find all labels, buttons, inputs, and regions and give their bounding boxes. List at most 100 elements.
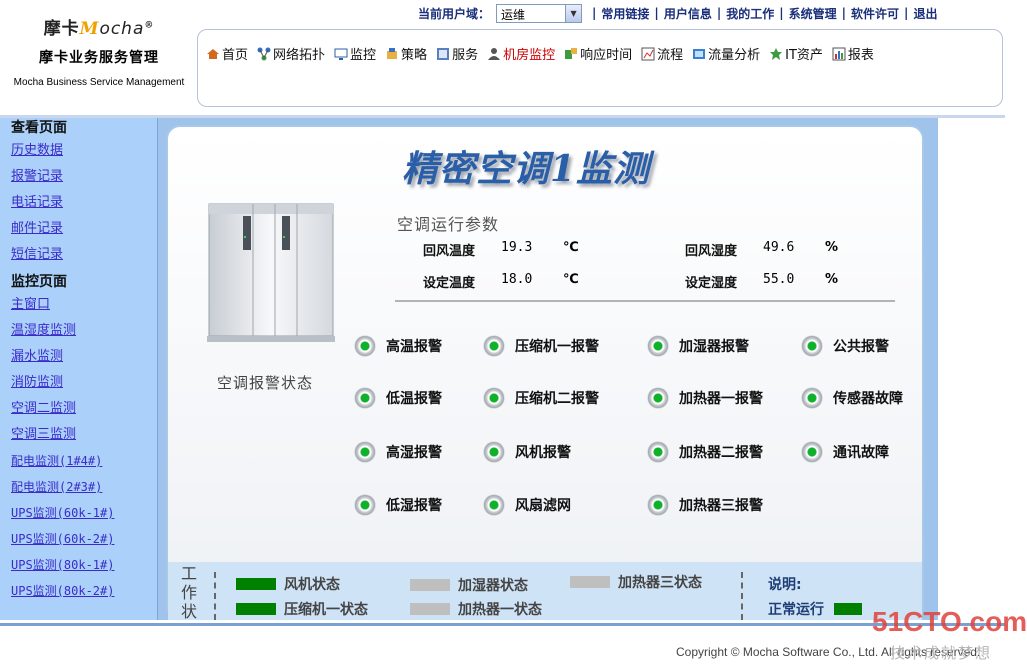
sidebar-heading-monitor: 监控页面 (11, 274, 67, 290)
domain-label: 当前用户域： (418, 6, 491, 21)
status-led-icon (484, 336, 504, 356)
sidebar-link-main-window[interactable]: 主窗口 (11, 297, 51, 312)
topology-icon (257, 47, 271, 60)
work-status-label: 工作状 (181, 564, 198, 621)
params-title: 空调运行参数 (397, 215, 500, 234)
chevron-down-icon[interactable]: ▼ (565, 4, 582, 22)
sidebar-link-ac2[interactable]: 空调二监测 (11, 401, 77, 416)
nav-report[interactable]: 报表 (832, 44, 874, 63)
traffic-icon (693, 48, 706, 59)
status-led-icon (648, 336, 668, 356)
sidebar-link-temp-humidity[interactable]: 温湿度监测 (11, 323, 77, 338)
sidebar-link-water-leak[interactable]: 漏水监测 (11, 349, 64, 364)
sidebar-link-history[interactable]: 历史数据 (11, 143, 64, 158)
alarm-fan: 风机报警 (484, 442, 571, 462)
status-led-icon (648, 495, 668, 515)
state-fan: 风机状态 (236, 574, 340, 594)
sidebar-link-phone-records[interactable]: 电话记录 (11, 195, 64, 210)
response-icon (565, 47, 578, 59)
state-bar (570, 576, 610, 588)
top-separator: | (904, 6, 909, 20)
sidebar: 查看页面 历史数据 报警记录 电话记录 邮件记录 短信记录 监控页面 主窗口 温… (0, 118, 158, 620)
alarm-fan-filter: 风扇滤网 (484, 495, 571, 515)
work-status-section (168, 562, 922, 620)
top-bar: 当前用户域： 运维 ▼ | 常用链接 | 用户信息 | 我的工作 | 系统管理 … (418, 2, 940, 24)
nav-monitor[interactable]: 监控 (334, 44, 376, 63)
link-user-info[interactable]: 用户信息 (663, 6, 712, 21)
top-separator: | (654, 6, 659, 20)
top-separator: | (841, 6, 847, 20)
alarm-state-label: 空调报警状态 (217, 374, 314, 392)
logo-title: 摩卡业务服务管理 (39, 50, 159, 66)
link-system-admin[interactable]: 系统管理 (788, 6, 837, 21)
alarm-compressor-1: 压缩机一报警 (484, 336, 599, 356)
top-separator: | (592, 6, 597, 20)
sidebar-link-power-1-4[interactable]: 配电监测(1#4#) (11, 454, 103, 468)
alarm-heater-2: 加热器二报警 (648, 442, 763, 462)
status-led-icon (355, 495, 375, 515)
nav-room-monitor[interactable]: 机房监控 (487, 44, 555, 63)
asset-icon (770, 47, 783, 60)
nav-policy[interactable]: 策略 (385, 44, 427, 63)
user-icon (488, 47, 501, 60)
param-set-temp: 设定温度 18.0 ℃ (423, 272, 579, 291)
domain-select[interactable]: 运维 ▼ (496, 3, 583, 23)
sidebar-link-power-2-3[interactable]: 配电监测(2#3#) (11, 480, 103, 494)
link-license[interactable]: 软件许可 (851, 6, 900, 21)
nav-service[interactable]: 服务 (436, 44, 478, 63)
status-led-icon (484, 442, 504, 462)
top-separator: | (779, 6, 784, 20)
param-set-humidity: 设定湿度 55.0 % (685, 272, 839, 291)
policy-icon (387, 47, 398, 59)
status-led-icon (802, 442, 822, 462)
nav-flow[interactable]: 流程 (641, 44, 683, 63)
state-bar (410, 603, 450, 615)
status-led-icon (355, 442, 375, 462)
state-bar (236, 578, 276, 590)
watermark: 51CTO.com (872, 606, 1027, 637)
state-heater-3: 加热器三状态 (570, 572, 702, 592)
link-common[interactable]: 常用链接 (601, 6, 650, 21)
header: 摩卡Mocha® 摩卡业务服务管理 Mocha Business Service… (0, 0, 1005, 118)
alarm-sensor-fault: 传感器故障 (802, 388, 903, 408)
nav-home[interactable]: 首页 (206, 44, 248, 63)
top-separator: | (716, 6, 722, 20)
sidebar-link-ups-80k-1[interactable]: UPS监测(80k-1#) (11, 558, 115, 572)
param-return-humidity: 回风湿度 49.6 % (685, 240, 839, 259)
sidebar-link-ac3[interactable]: 空调三监测 (11, 427, 77, 442)
status-led-icon (802, 388, 822, 408)
legend-bar (834, 603, 862, 615)
link-my-work[interactable]: 我的工作 (726, 6, 775, 21)
state-humidifier: 加湿器状态 (410, 575, 528, 595)
page-title: 精密空调1监测 (402, 148, 651, 190)
status-led-icon (484, 495, 504, 515)
watermark-subtitle: 技术成就梦想 (890, 644, 993, 662)
alarm-common: 公共报警 (802, 336, 889, 356)
sidebar-link-fire[interactable]: 消防监测 (11, 375, 64, 390)
sidebar-link-ups-80k-2[interactable]: UPS监测(80k-2#) (11, 584, 115, 598)
nav-topology[interactable]: 网络拓扑 (257, 44, 325, 63)
footer-divider (0, 623, 1005, 626)
home-icon (207, 48, 219, 59)
sidebar-link-mail-records[interactable]: 邮件记录 (11, 221, 64, 236)
logo: 摩卡Mocha® 摩卡业务服务管理 Mocha Business Service… (6, 14, 192, 104)
nav-response-time[interactable]: 响应时间 (564, 44, 632, 63)
alarm-heater-1: 加热器一报警 (648, 388, 763, 408)
alarm-humidifier: 加湿器报警 (648, 336, 749, 356)
legend-normal: 正常运行 (768, 599, 862, 619)
alarm-high-temp: 高温报警 (355, 336, 442, 356)
status-led-icon (484, 388, 504, 408)
sidebar-link-sms-records[interactable]: 短信记录 (11, 247, 64, 262)
nav-it-asset[interactable]: IT资产 (769, 44, 823, 63)
sidebar-link-ups-60k-2[interactable]: UPS监测(60k-2#) (11, 532, 115, 546)
alarm-compressor-2: 压缩机二报警 (484, 388, 599, 408)
legend-title: 说明: (768, 577, 802, 593)
sidebar-link-alarm-records[interactable]: 报警记录 (11, 169, 64, 184)
link-logout[interactable]: 退出 (913, 6, 938, 21)
main-nav: 首页 网络拓扑 监控 策略 服务 (197, 29, 1003, 107)
params-divider (395, 300, 895, 302)
nav-traffic[interactable]: 流量分析 (692, 44, 760, 63)
sidebar-link-ups-60k-1[interactable]: UPS监测(60k-1#) (11, 506, 115, 520)
state-bar (410, 579, 450, 591)
